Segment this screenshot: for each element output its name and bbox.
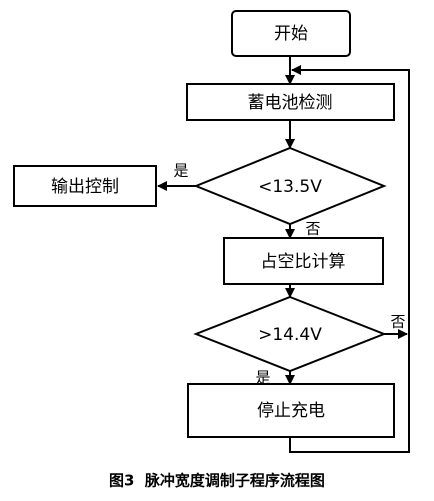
edge-loop-return [289,65,410,453]
branch-label-high-no: 否 [390,313,405,331]
stop-charge-node: 停止充电 [187,383,395,438]
decision-low-voltage-node: <13.5V [193,146,387,226]
output-control-node: 输出控制 [13,165,157,207]
decision-low-voltage-label: <13.5V [258,177,322,197]
stop-charge-label: 停止充电 [257,401,325,421]
branch-label-low-yes: 是 [173,162,188,180]
decision-high-voltage-label: >14.4V [258,325,322,345]
output-control-label: 输出控制 [51,177,119,197]
duty-calc-label: 占空比计算 [261,252,346,272]
figure-caption: 图3 脉冲宽度调制子程序流程图 [109,472,325,490]
branch-label-low-no: 否 [305,220,320,238]
start-node: 开始 [231,10,351,57]
decision-high-voltage-node: >14.4V [193,295,387,373]
battery-detect-label: 蓄电池检测 [248,93,333,113]
duty-calc-node: 占空比计算 [223,237,384,285]
battery-detect-node: 蓄电池检测 [186,83,395,121]
branch-label-high-yes: 是 [255,369,270,387]
start-node-label: 开始 [274,24,308,44]
